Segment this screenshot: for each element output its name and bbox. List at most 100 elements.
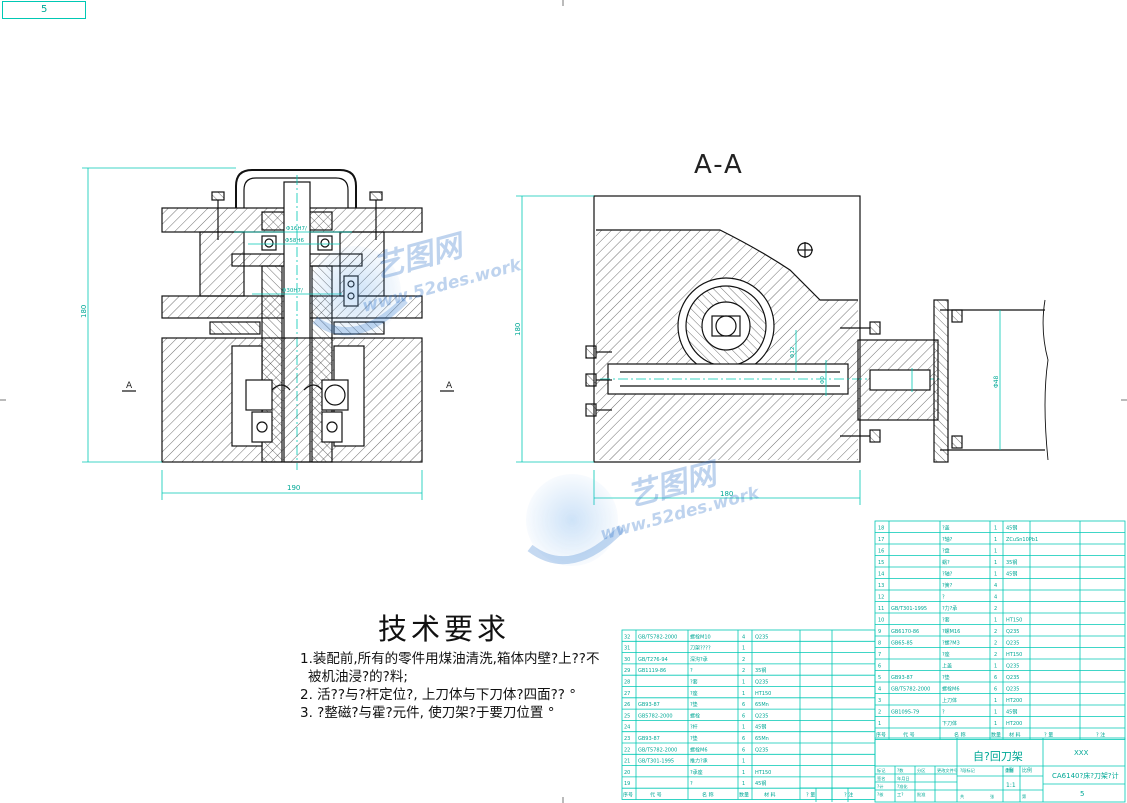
bom-upper-no: 5	[878, 675, 881, 681]
bom-lower-mat: 45钢	[755, 724, 766, 731]
sheet-no: 5	[1080, 790, 1084, 798]
tech-requirements-title: 技术要求	[378, 612, 511, 646]
bom-upper-no: 17	[878, 537, 884, 543]
bom-lower-code: GB/T5782-2000	[638, 747, 677, 753]
bom-lower-qty: 1	[742, 725, 745, 731]
tech-note-1: 1.装配前,所有的零件用煤油清洗,箱体内壁?上??不	[300, 651, 600, 667]
bom-lower-name: 螺栓	[690, 712, 700, 719]
bom-lower-name: 刀架????	[690, 646, 711, 652]
bom-upper-name: ?力?承	[942, 605, 957, 612]
bom-lower-no: 19	[624, 781, 630, 787]
bom-lower-no: 32	[624, 634, 630, 640]
front-dimensions	[82, 167, 423, 500]
watermark-logo-top	[309, 246, 408, 338]
bom-upper-no: 6	[878, 664, 881, 670]
bom-upper-mat: Q235	[1006, 675, 1019, 681]
bom-upper-qty: 4	[994, 583, 997, 589]
title-label: 标记	[877, 767, 886, 774]
bom-lower-no: 20	[624, 770, 630, 776]
bom-upper-qty: 1	[994, 572, 997, 578]
dim-left-width: 190	[287, 484, 300, 492]
bom-lower-mat: 65Mn	[755, 702, 769, 708]
lower-bom-footer	[800, 787, 875, 802]
dim-left-height: 180	[80, 305, 88, 318]
bom-upper-header-note: ? 注	[1096, 732, 1105, 739]
project-name: CA6140?床?刀架?计	[1052, 771, 1119, 780]
bom-upper-qty: 1	[994, 664, 997, 670]
bom-upper-name: 上刀体	[942, 697, 957, 704]
bom-upper-grid	[874, 520, 1126, 740]
bom-upper-mat: Q235	[1006, 641, 1019, 647]
bom-lower-qty: 6	[742, 713, 745, 719]
bom-upper-name: ?轴?	[942, 536, 953, 543]
bom-upper-no: 11	[878, 606, 884, 612]
bom-upper-qty: 1	[994, 549, 997, 555]
bom-upper-no: 14	[878, 572, 884, 578]
bom-lower-code: GB93-87	[638, 736, 660, 742]
bom-lower-header-qty: 数量	[739, 792, 749, 799]
bom-upper-qty: 1	[994, 721, 997, 727]
bom-lower-qty: 1	[742, 691, 745, 697]
title-label: 重量	[1005, 767, 1013, 774]
bom-upper-qty: 1	[994, 537, 997, 543]
bom-upper-mat: Q235	[1006, 629, 1019, 635]
bom-upper-no: 7	[878, 652, 881, 658]
bom-lower-no: 26	[624, 702, 630, 708]
bom-upper-name: ?座	[942, 651, 950, 658]
bom-lower-name: ?杆	[690, 724, 698, 731]
bom-upper-mat: ZCuSn10Pb1	[1006, 537, 1038, 543]
bom-upper-mat: 35钢	[1006, 559, 1017, 566]
title-label: ?准化	[897, 783, 908, 790]
title-label: 张	[990, 793, 995, 800]
bom-lower-header-weight: ? 量	[806, 792, 815, 799]
title-label: ?计	[877, 783, 883, 790]
watermark-logo-bottom	[526, 474, 625, 566]
bom-lower-name: ?垫	[690, 735, 698, 742]
tech-requirements-notes: 1.装配前,所有的零件用煤油清洗,箱体内壁?上??不 被机油浸?的?料; 2. …	[300, 650, 599, 722]
title-label: 第	[1022, 793, 1026, 800]
tech-note-3: 3. ?整磁?与霍?元件, 使刀架?于要刀位置 °	[300, 705, 555, 721]
bom-lower-name: 螺栓M10	[690, 633, 711, 640]
bom-upper-header-name: 名 称	[954, 732, 966, 739]
section-marker-right: A	[446, 381, 453, 391]
bom-upper-name: 上盖	[942, 663, 952, 670]
sheet-number-box: 5	[2, 1, 86, 19]
title-label: 批准	[917, 791, 925, 798]
bom-upper-code: GB6170-86	[891, 629, 919, 635]
title-block-labels: 标记?数分区更改文件号签名年月日?计?准化?核工?批准?段标记重量共张第	[877, 767, 1026, 800]
title-label: ?段标记	[960, 767, 976, 774]
bom-upper-qty: 1	[994, 710, 997, 716]
bom-upper-code: GB93-87	[891, 675, 913, 681]
bom-lower-qty: 6	[742, 736, 745, 742]
bom-lower-no: 31	[624, 646, 630, 652]
bom-upper-code: GB/T301-1995	[891, 606, 927, 612]
bom-upper-no: 12	[878, 595, 884, 601]
bom-upper-header-weight: ? 量	[1044, 732, 1053, 739]
bom-upper-mat: HT150	[1006, 652, 1022, 658]
bom-lower-code: GB93-87	[638, 702, 660, 708]
bom-lower-name: ?承座	[690, 769, 703, 776]
bom-upper-no: 1	[878, 721, 881, 727]
bom-upper-qty: 2	[994, 641, 997, 647]
bom-lower-qty: 1	[742, 770, 745, 776]
bom-upper-qty: 1	[994, 560, 997, 566]
bom-lower-qty: 1	[742, 680, 745, 686]
bom-upper-no: 16	[878, 549, 884, 555]
bom-lower-qty: 2	[742, 668, 745, 674]
bom-lower-qty: 1	[742, 759, 745, 765]
bom-upper-name: ?套	[942, 617, 950, 624]
bom-upper-qty: 2	[994, 652, 997, 658]
bom-lower-code: GB1119-86	[638, 668, 666, 674]
title-label: 工?	[897, 792, 903, 797]
bom-upper-qty: 1	[994, 526, 997, 532]
bom-upper-name: ?	[942, 710, 945, 716]
bom-lower-mat: Q235	[755, 747, 768, 753]
bom-lower-qty: 6	[742, 747, 745, 753]
bom-lower-no: 25	[624, 713, 630, 719]
bom-upper-qty: 4	[994, 595, 997, 601]
bom-upper-qty: 6	[994, 675, 997, 681]
dim-right-dia: Φ48	[993, 375, 1000, 388]
bom-lower-no: 28	[624, 680, 630, 686]
